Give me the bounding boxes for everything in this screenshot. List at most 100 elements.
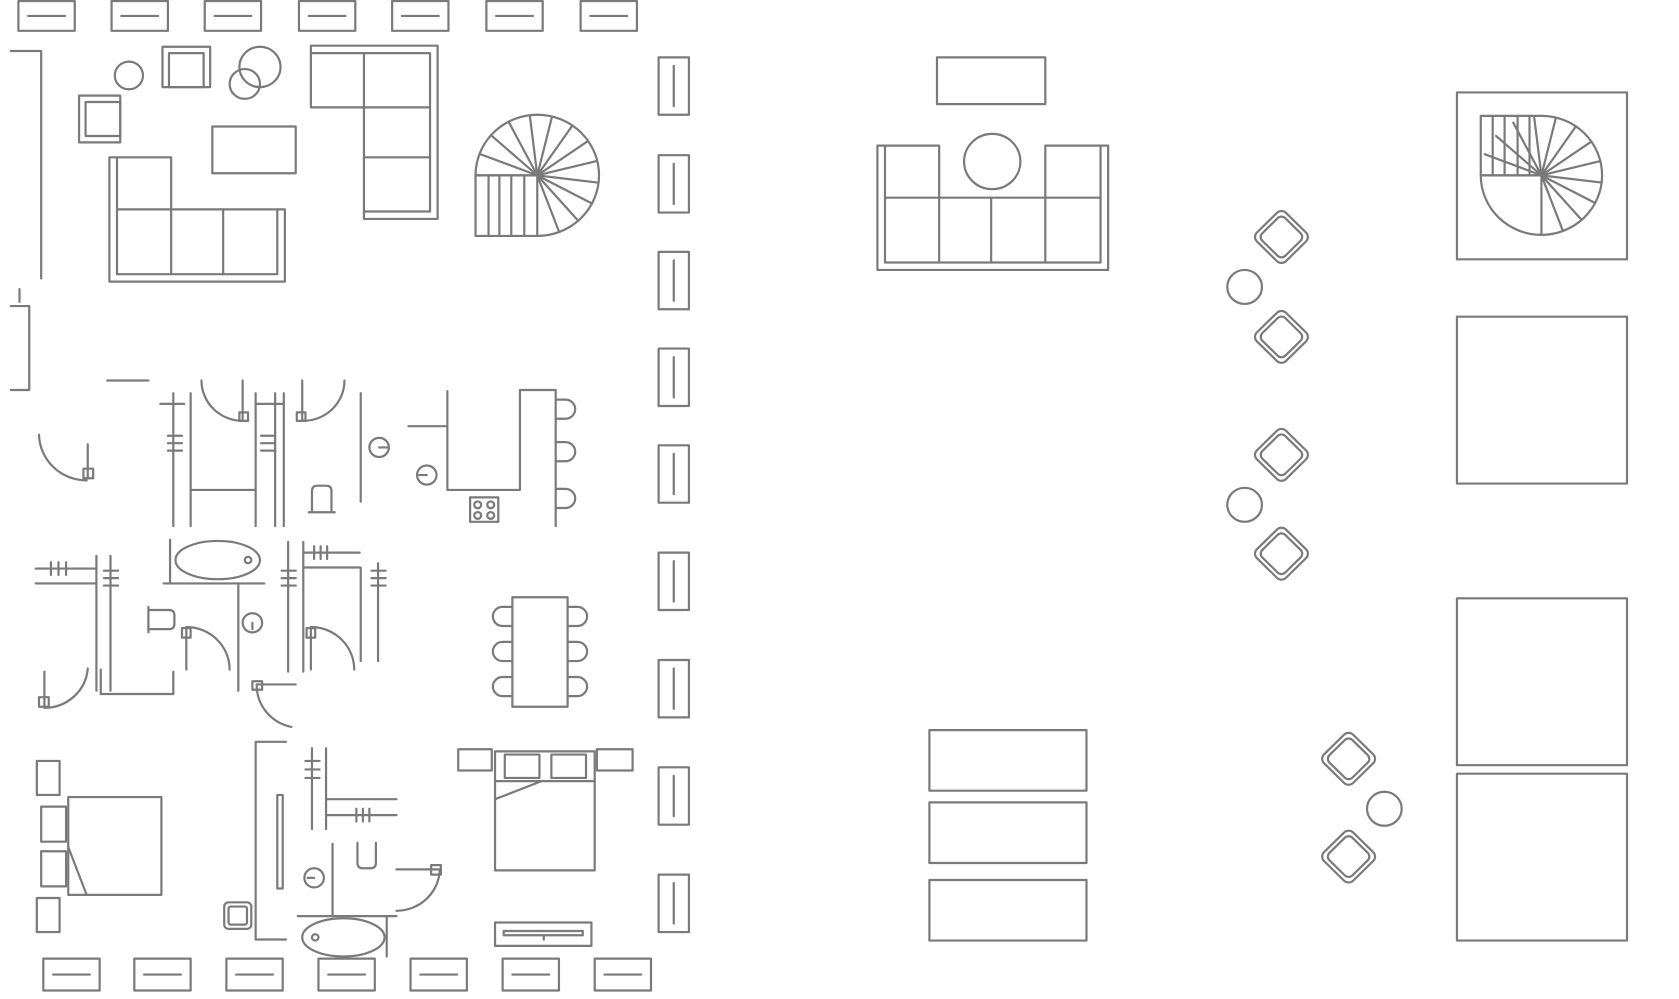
chair: [493, 607, 512, 626]
bench: [929, 802, 1086, 863]
door-swing: [201, 380, 242, 420]
bench: [929, 880, 1086, 941]
mirror: [277, 795, 282, 889]
window: [43, 959, 99, 991]
window: [299, 1, 355, 31]
lounge-chair: [1320, 730, 1378, 787]
door-swing: [44, 668, 87, 707]
toilet: [309, 486, 335, 513]
living-room: [79, 46, 599, 282]
window: [659, 445, 689, 502]
stair-tread: [537, 175, 578, 220]
chair: [568, 607, 587, 626]
window: [486, 1, 542, 31]
bar-stool: [556, 489, 575, 508]
window: [392, 1, 448, 31]
window: [659, 349, 689, 406]
round-stool: [230, 69, 260, 99]
square-table: [1457, 598, 1627, 765]
bar-stool: [556, 400, 575, 419]
toilet: [148, 610, 174, 629]
stair-tread: [480, 154, 538, 175]
armchair: [79, 96, 120, 143]
bedroom-left: [37, 761, 162, 932]
window: [18, 1, 74, 31]
spiral-stair-steps: [476, 115, 1602, 236]
lounge-chair: [1252, 426, 1310, 483]
stair-tread: [1513, 123, 1541, 176]
coffee-table: [937, 57, 1045, 104]
stair-tread: [1541, 142, 1591, 176]
stair-tread: [1541, 175, 1601, 182]
sink: [304, 868, 323, 887]
stair-tread: [1496, 136, 1541, 175]
stair-tread: [537, 141, 588, 175]
window: [503, 959, 559, 991]
window: [205, 1, 261, 31]
door-swing: [186, 627, 229, 670]
window: [226, 959, 282, 991]
window: [581, 1, 637, 31]
window: [411, 959, 467, 991]
bathtub: [302, 918, 384, 956]
side-table: [115, 62, 143, 90]
door-swing: [396, 869, 439, 910]
stair-tread: [537, 126, 572, 176]
window: [112, 1, 168, 31]
lounge-chairs: [1252, 208, 1377, 885]
stair-tread: [1485, 154, 1542, 175]
door-swing: [303, 380, 344, 420]
furniture-library: [877, 57, 1627, 940]
window: [659, 875, 689, 932]
window: [595, 959, 651, 991]
dining-table: [512, 597, 567, 706]
u-shaped-sofa: [877, 146, 1108, 270]
bathtub: [175, 541, 259, 579]
stair-tread: [1541, 175, 1563, 231]
window: [659, 767, 689, 824]
bench: [929, 730, 1086, 791]
nightstand: [597, 749, 633, 770]
left-wall: [11, 51, 41, 390]
stool: [1227, 488, 1262, 522]
square-table: [1457, 317, 1627, 484]
bar-stool: [556, 442, 575, 461]
trash-bin: [224, 902, 251, 929]
stair-tread: [1541, 175, 1595, 203]
nightstand: [37, 761, 60, 795]
chair: [568, 677, 587, 696]
bed: [41, 797, 161, 895]
coffee-table: [212, 126, 295, 173]
door-swing: [311, 627, 354, 670]
chair: [493, 677, 512, 696]
l-shaped-sofa: [109, 157, 284, 281]
chair: [568, 642, 587, 661]
stair-tread: [537, 175, 592, 203]
window: [659, 252, 689, 309]
right-wall-windows: [659, 57, 689, 932]
round-table: [964, 134, 1020, 189]
nightstand: [37, 898, 60, 932]
stair-tread: [1541, 161, 1600, 175]
cooktop: [470, 497, 498, 521]
stool: [1227, 270, 1262, 304]
stair-tread: [537, 175, 598, 182]
lower-center-rooms: [36, 540, 587, 727]
stair-tread: [1541, 126, 1575, 175]
bathroom-bottom: [224, 742, 441, 957]
stool: [1367, 792, 1402, 826]
interior-walls-and-doors: [39, 380, 575, 526]
stair-tread: [1534, 116, 1541, 175]
bottom-wall-windows: [43, 959, 651, 991]
stair-tread: [537, 117, 552, 176]
corner-sofa: [311, 46, 438, 219]
window: [659, 57, 689, 114]
nightstand: [458, 749, 492, 770]
window: [659, 553, 689, 610]
square-table: [1457, 774, 1627, 941]
lounge-chair: [1252, 525, 1310, 582]
stair-tread: [491, 135, 537, 175]
toilet: [357, 843, 375, 869]
double-bed: [495, 751, 595, 870]
